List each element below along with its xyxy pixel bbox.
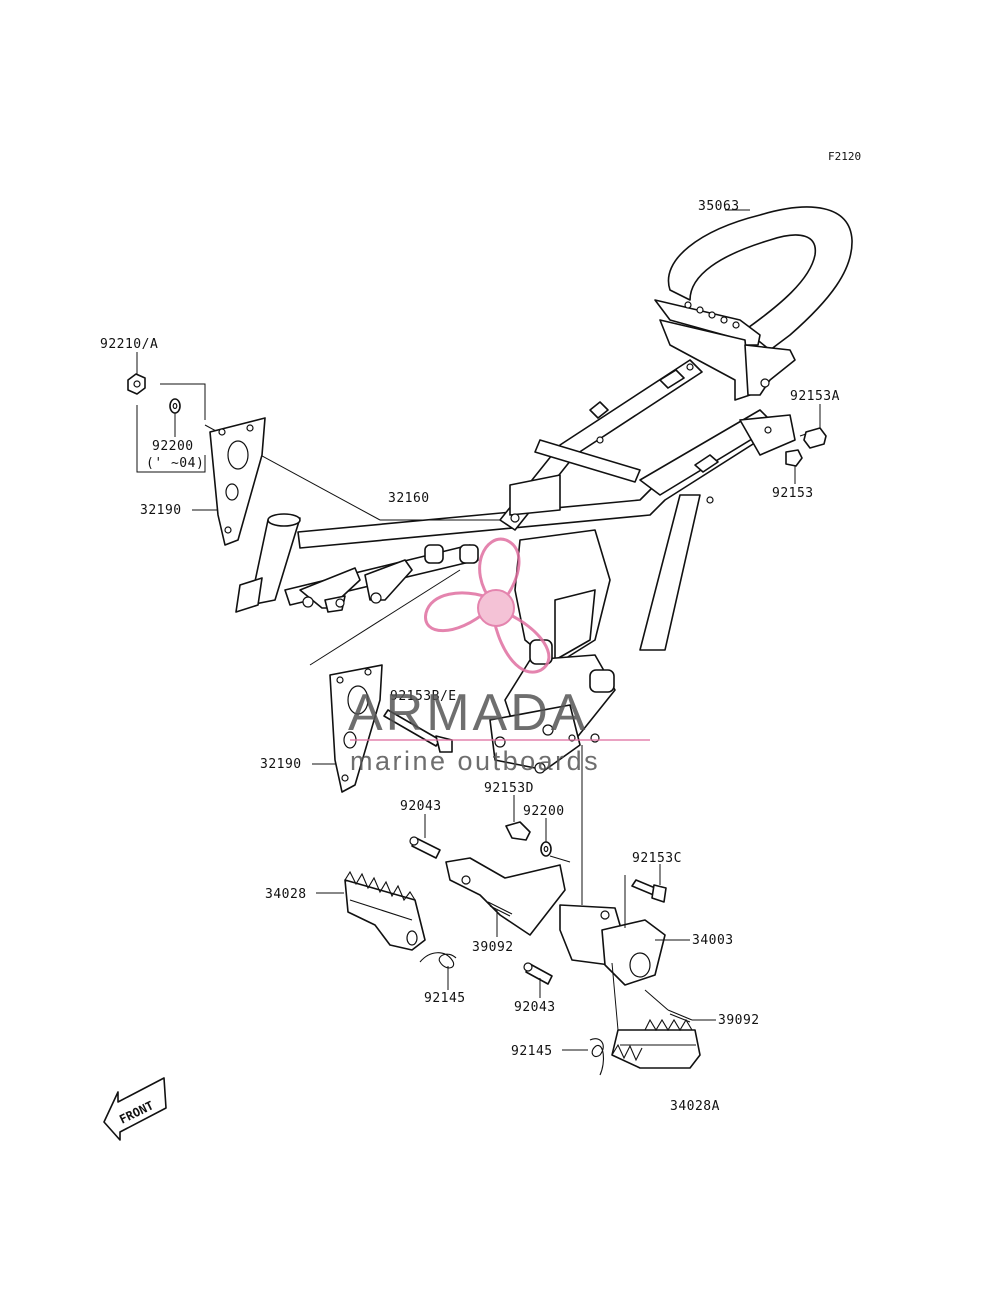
footpeg-34028 [316,870,426,951]
spring-92145-bottom [562,1038,605,1076]
watermark-tagline: marine outboards [350,746,600,776]
bolt-92153D [505,795,531,841]
label-39092-left: 39092 [472,940,514,955]
main-frame-32160 [204,359,796,774]
washer-92200-mid [540,818,571,863]
label-92200-top: 92200 [152,439,194,454]
label-92153C: 92153C [632,851,682,866]
label-92145-bottom: 92145 [511,1044,553,1059]
label-92153A: 92153A [790,389,840,404]
label-32160: 32160 [388,491,430,506]
propeller-logo-icon [424,537,551,674]
watermark-brand: ARMADA [348,684,588,742]
bracket-32190-top [192,417,266,546]
label-35063: 35063 [698,199,740,214]
watermark: ARMADA marine outboards [348,537,650,776]
label-92210A: 92210/A [100,337,158,352]
label-92153D: 92153D [484,781,534,796]
front-arrow-icon: FRONT [103,1077,167,1141]
washer-92200-top [136,383,206,473]
nut-92210A [127,352,146,395]
pin-92043-bottom [523,962,553,998]
pin-92043-top [409,814,441,859]
footpeg-34028A [611,1018,701,1069]
grab-bar-35063 [654,206,853,401]
label-92200-mid: 92200 [523,804,565,819]
label-92043-bottom: 92043 [514,1000,556,1015]
bracket-32190-bottom [309,569,461,793]
label-39092-right: 39092 [718,1013,760,1028]
bolt-92153C [631,864,667,903]
label-32190-top: 32190 [140,503,182,518]
label-92153: 92153 [772,486,814,501]
label-92153BE: 92153B/E [390,689,457,704]
label-34003: 34003 [692,933,734,948]
label-34028A: 34028A [670,1099,720,1114]
spring-pin-39092-left [487,901,513,937]
figure-ref: F2120 [828,150,861,163]
label-92200-note: (' ~04) [146,456,204,471]
label-92145-left: 92145 [424,991,466,1006]
bolt-92153 [785,449,803,484]
spring-92145-left [419,952,457,990]
label-92043-top: 92043 [400,799,442,814]
label-32190-bottom: 32190 [260,757,302,772]
bolt-92153A [799,404,827,449]
label-34028: 34028 [265,887,307,902]
spring-pin-39092-right [644,989,716,1023]
footrest-bracket-34003 [445,745,690,1031]
